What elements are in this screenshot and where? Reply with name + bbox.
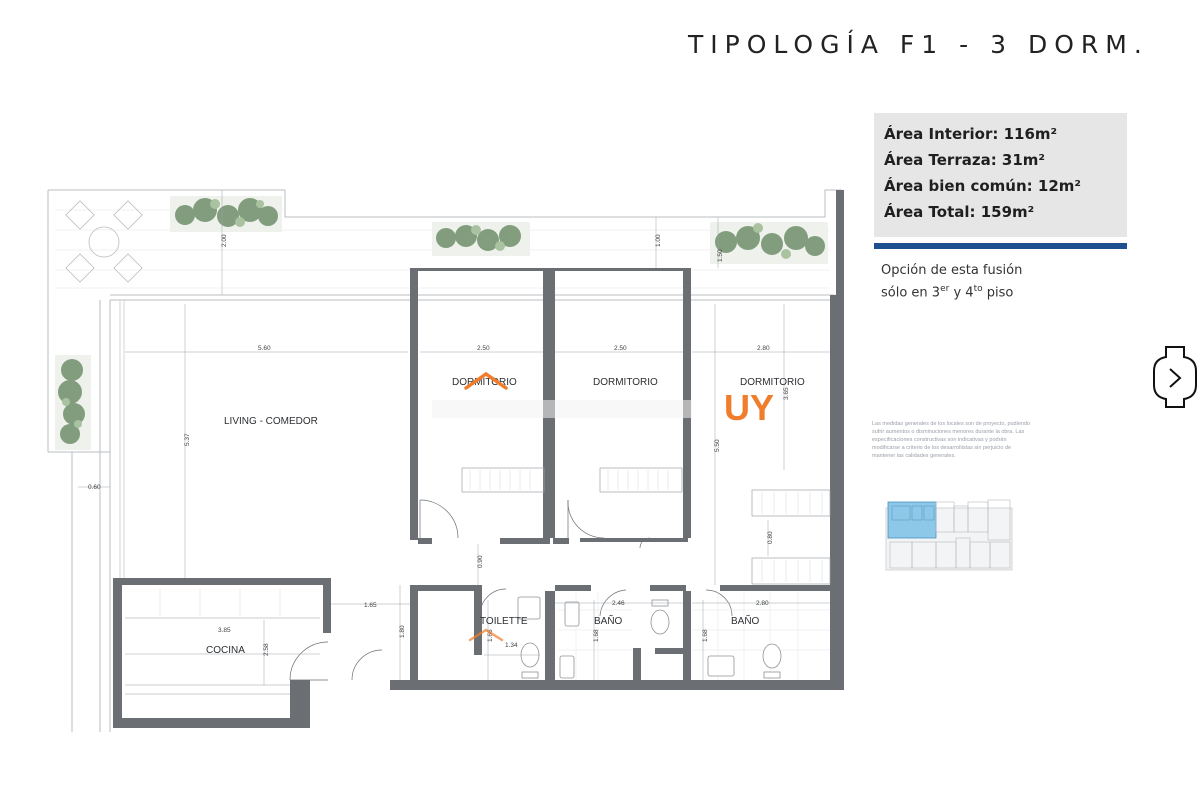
watermark-text: UY [724, 387, 774, 428]
sanitary-fixtures [517, 596, 782, 679]
dim-bano2-width: 2.80 [756, 600, 769, 607]
dim-terrace-depth: 2.00 [221, 234, 228, 247]
dim-dorm2-width: 2.50 [614, 345, 627, 352]
dim-living-width: 5.60 [258, 345, 271, 352]
house-logo-icon [464, 371, 508, 390]
planter-icon [170, 196, 282, 232]
fusion-note-line1: Opción de esta fusión [881, 263, 1023, 278]
watermark: UY [432, 371, 774, 642]
room-label-toilette: TOILETTE [480, 616, 528, 627]
planter-icon [432, 222, 530, 256]
dim-dorm1-width: 2.50 [477, 345, 490, 352]
room-label-dormitorio-3: DORMITORIO [740, 377, 805, 388]
dim-living-depth: 5.37 [184, 433, 191, 446]
area-interior: Área Interior: 116m² [884, 125, 1058, 143]
dim-toilette-width: 1.34 [505, 642, 518, 649]
chevron-right-icon [1153, 346, 1197, 408]
key-plan-diagram [885, 499, 1013, 571]
dim-terrace-depth3: 1.50 [717, 249, 724, 262]
dim-dorm3-width: 2.80 [757, 345, 770, 352]
dim-bano1-width: 2.46 [612, 600, 625, 607]
dim-dorm3-depth2: 5.50 [714, 439, 721, 452]
room-label-dormitorio-1: DORMITORIO [452, 377, 517, 388]
doors [289, 499, 733, 681]
terrace-furniture [65, 200, 143, 283]
fusion-note: Opción de esta fusión sólo en 3er y 4to … [881, 262, 1022, 302]
planter-icon [55, 355, 91, 450]
accent-bar [874, 243, 1127, 249]
dim-toilette-depth: 1.66 [487, 629, 494, 642]
planter-icon [710, 222, 828, 264]
area-total: Área Total: 159m² [884, 203, 1035, 221]
dim-cocina-width: 3.85 [218, 627, 231, 634]
room-label-bano-2: BAÑO [731, 614, 760, 627]
area-terraza: Área Terraza: 31m² [884, 151, 1046, 169]
room-label-living: LIVING - COMEDOR [224, 416, 318, 427]
dim-bano1-depth: 1.68 [593, 629, 600, 642]
room-label-cocina: COCINA [206, 645, 245, 656]
dim-closet-depth: 0.80 [767, 531, 774, 544]
area-summary-box: Área Interior: 116m² Área Terraza: 31m² … [874, 113, 1127, 237]
dim-dorm3-depth: 3.65 [783, 387, 790, 400]
closets [461, 467, 831, 585]
dim-hall-width: 0.90 [477, 555, 484, 568]
dim-passage-width: 1.65 [364, 602, 377, 609]
house-logo-icon [468, 628, 504, 642]
dim-bano2-depth: 1.68 [702, 629, 709, 642]
dim-passage-depth: 1.80 [399, 625, 406, 638]
room-label-dormitorio-2: DORMITORIO [593, 377, 658, 388]
dim-left-margin: 0.60 [88, 484, 101, 491]
floor-plan: 5.60 2.50 2.50 2.80 5.37 5.50 3.65 0.60 … [47, 189, 844, 732]
dim-terrace-depth2: 1.00 [655, 234, 662, 247]
area-bien-comun: Área bien común: 12m² [884, 177, 1081, 195]
next-button[interactable] [1152, 345, 1198, 409]
room-label-bano-1: BAÑO [594, 614, 623, 627]
dim-cocina-depth: 2.58 [263, 643, 270, 656]
disclaimer-text: Las medidas generales de los locales son… [872, 421, 1031, 459]
fusion-note-line2: sólo en 3er y 4to piso [881, 284, 1014, 301]
page-title: TIPOLOGÍA F1 - 3 DORM. [688, 30, 1149, 59]
